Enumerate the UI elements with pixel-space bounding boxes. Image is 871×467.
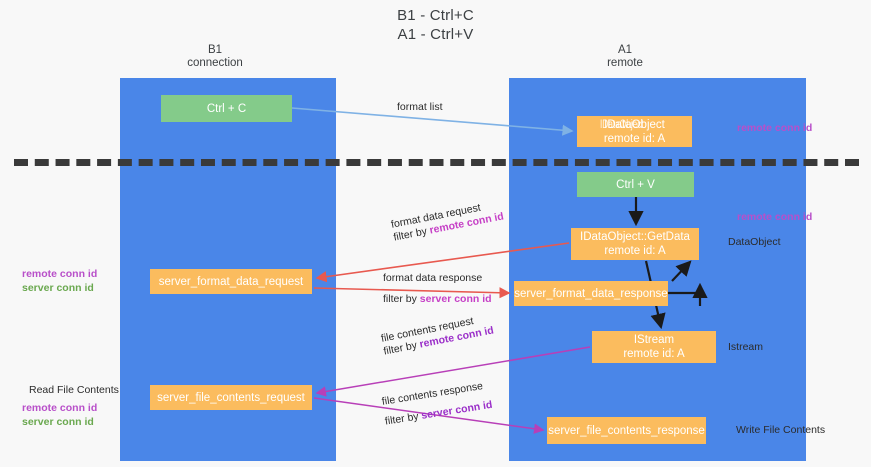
- annotation-left-conn-ids-2: remote conn id server conn id: [22, 402, 97, 429]
- annotation-dataobject: DataObject: [728, 236, 781, 248]
- node-idataobject-getdata[interactable]: IDataObject::GetData remote id: A: [571, 228, 699, 260]
- filter-key-server-conn-id: server conn id: [419, 293, 492, 305]
- node-idataobject-label: IDataObject: [604, 118, 665, 131]
- column-header-b1-name: B1: [207, 44, 223, 56]
- column-header-a1: A1 remote: [565, 44, 685, 70]
- edge-label-format-list: format list: [397, 101, 443, 114]
- annotation-left-server-conn-id-2: server conn id: [22, 415, 94, 428]
- column-header-b1-role: connection: [187, 57, 243, 69]
- node-istream[interactable]: IStream remote id: A: [592, 331, 716, 363]
- annotation-left-server-conn-id: server conn id: [22, 281, 94, 294]
- node-idataobject-subtitle: remote id: A: [603, 132, 666, 145]
- node-getdata-label: IDataObject::GetData: [580, 231, 690, 243]
- node-server-format-data-request[interactable]: server_format_data_request: [150, 269, 312, 294]
- edge-label-format-data-response-text: format data response: [383, 272, 483, 284]
- node-ctrl-c[interactable]: Ctrl + C: [161, 95, 292, 122]
- edge-label-format-list-text: format list: [397, 101, 443, 113]
- node-idataobject-title-wrap: IDataObject IDataObject: [600, 118, 665, 132]
- column-header-b1: B1 connection: [155, 44, 275, 70]
- node-istream-label: IStream: [633, 334, 675, 346]
- node-server-format-data-response-label: server_format_data_response: [514, 287, 668, 300]
- annotation-left-remote-conn-id-2: remote conn id: [22, 402, 98, 414]
- annotation-remote-conn-id-top: remote conn id: [737, 122, 813, 134]
- node-server-format-data-request-label: server_format_data_request: [158, 275, 304, 288]
- node-server-file-contents-response[interactable]: server_file_contents_response: [547, 417, 706, 444]
- node-ctrl-v-label: Ctrl + V: [616, 178, 655, 191]
- annotation-read-file-contents: Read File Contents: [29, 384, 119, 396]
- column-header-a1-role: remote: [607, 57, 643, 69]
- title-line-1: B1 - Ctrl+C: [397, 7, 474, 24]
- page-title: B1 - Ctrl+C A1 - Ctrl+V: [0, 6, 871, 44]
- node-istream-subtitle: remote id: A: [623, 348, 685, 360]
- phase-divider-dashed-line: [14, 159, 859, 166]
- edge-label-format-data-response: format data response filter by server co…: [383, 272, 492, 306]
- filter-prefix: filter by: [383, 293, 420, 305]
- node-server-file-contents-response-label: server_file_contents_response: [548, 424, 705, 437]
- node-ctrl-v[interactable]: Ctrl + V: [577, 172, 694, 197]
- title-line-2: A1 - Ctrl+V: [397, 26, 474, 43]
- node-getdata-subtitle: remote id: A: [604, 245, 666, 257]
- node-idataobject-ghost-label: IDataObject: [600, 118, 644, 131]
- annotation-left-conn-ids: remote conn id server conn id: [22, 268, 97, 295]
- node-idataobject[interactable]: IDataObject IDataObject remote id: A: [577, 116, 692, 147]
- annotation-istream: Istream: [728, 341, 764, 353]
- annotation-remote-conn-id-mid: remote conn id: [737, 211, 813, 223]
- node-server-file-contents-request[interactable]: server_file_contents_request: [150, 385, 312, 410]
- column-header-a1-name: A1: [617, 44, 633, 56]
- edge-label-format-data-response-filter: filter by server conn id: [383, 293, 492, 306]
- node-ctrl-c-label: Ctrl + C: [206, 102, 247, 115]
- annotation-left-remote-conn-id: remote conn id: [22, 268, 98, 280]
- node-server-file-contents-request-label: server_file_contents_request: [157, 391, 305, 404]
- annotation-write-file-contents: Write File Contents: [736, 424, 826, 436]
- node-server-format-data-response[interactable]: server_format_data_response: [514, 281, 668, 306]
